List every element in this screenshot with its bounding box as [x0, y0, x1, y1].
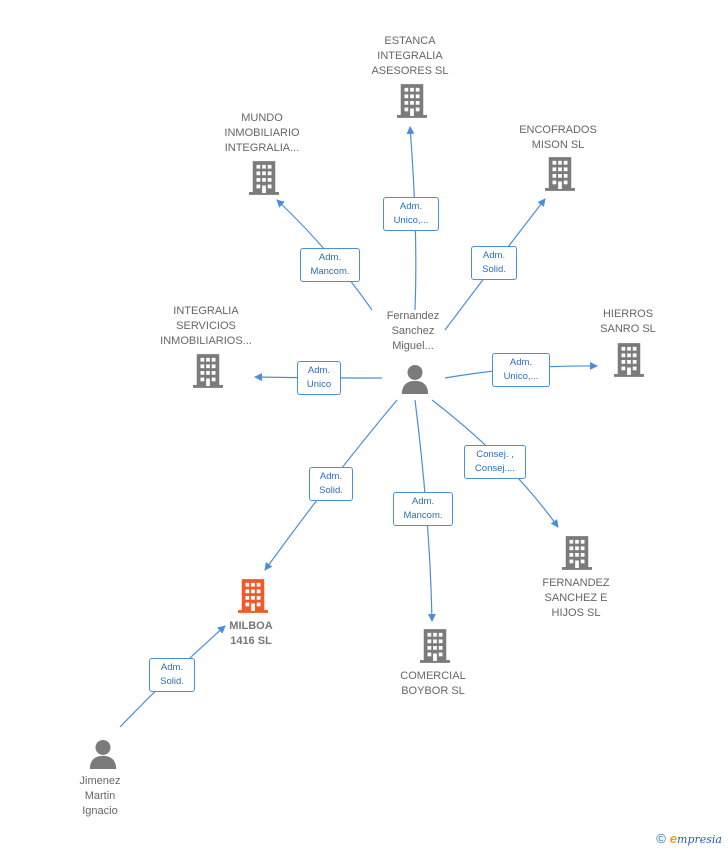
relation-label-hierros[interactable]: Adm. Unico,... — [492, 353, 550, 387]
person-icon[interactable] — [401, 364, 429, 394]
relation-label-jimenez-milboa[interactable]: Adm. Solid. — [149, 658, 195, 692]
node-label-fernandez[interactable]: Fernandez Sanchez Miguel... — [386, 310, 440, 352]
building-icon[interactable] — [238, 579, 268, 613]
building-icon[interactable] — [614, 343, 644, 377]
building-icon[interactable] — [193, 354, 223, 388]
building-icon[interactable] — [545, 157, 575, 191]
relation-label-encofrados[interactable]: Adm. Solid. — [471, 246, 517, 280]
node-label-comercial[interactable]: COMERCIAL BOYBOR SL — [400, 670, 466, 697]
person-icon[interactable] — [89, 739, 117, 769]
node-label-fernandez-hijos[interactable]: FERNANDEZ SANCHEZ E HIJOS SL — [542, 577, 610, 619]
relation-label-milboa[interactable]: Adm. Solid. — [309, 467, 353, 501]
brand-logo[interactable]: ©empresia — [656, 831, 722, 846]
node-label-estanca[interactable]: ESTANCA INTEGRALIA ASESORES SL — [371, 35, 449, 77]
node-label-milboa[interactable]: MILBOA 1416 SL — [229, 620, 273, 647]
brand-e: e — [669, 831, 678, 846]
node-label-hierros[interactable]: HIERROS SANRO SL — [600, 308, 656, 335]
relation-label-estanca[interactable]: Adm. Unico,... — [383, 197, 439, 231]
node-label-encofrados[interactable]: ENCOFRADOS MISON SL — [519, 124, 597, 151]
building-icon[interactable] — [562, 536, 592, 570]
node-label-integralia[interactable]: INTEGRALIA SERVICIOS INMOBILIARIOS... — [160, 305, 252, 347]
copyright-icon: © — [656, 831, 666, 846]
building-icon[interactable] — [249, 161, 279, 195]
building-icon[interactable] — [420, 629, 450, 663]
building-icon[interactable] — [397, 84, 427, 118]
relation-label-comercial[interactable]: Adm. Mancom. — [393, 492, 453, 526]
relation-label-mundo[interactable]: Adm. Mancom. — [300, 248, 360, 282]
brand-name: mpresia — [677, 833, 722, 846]
relation-label-fernandez-hijos[interactable]: Consej. , Consej.... — [464, 445, 526, 479]
node-label-mundo[interactable]: MUNDO INMOBILIARIO INTEGRALIA... — [224, 112, 300, 154]
relation-label-integralia[interactable]: Adm. Unico — [297, 361, 341, 395]
node-label-jimenez[interactable]: Jimenez Martin Ignacio — [79, 775, 121, 817]
